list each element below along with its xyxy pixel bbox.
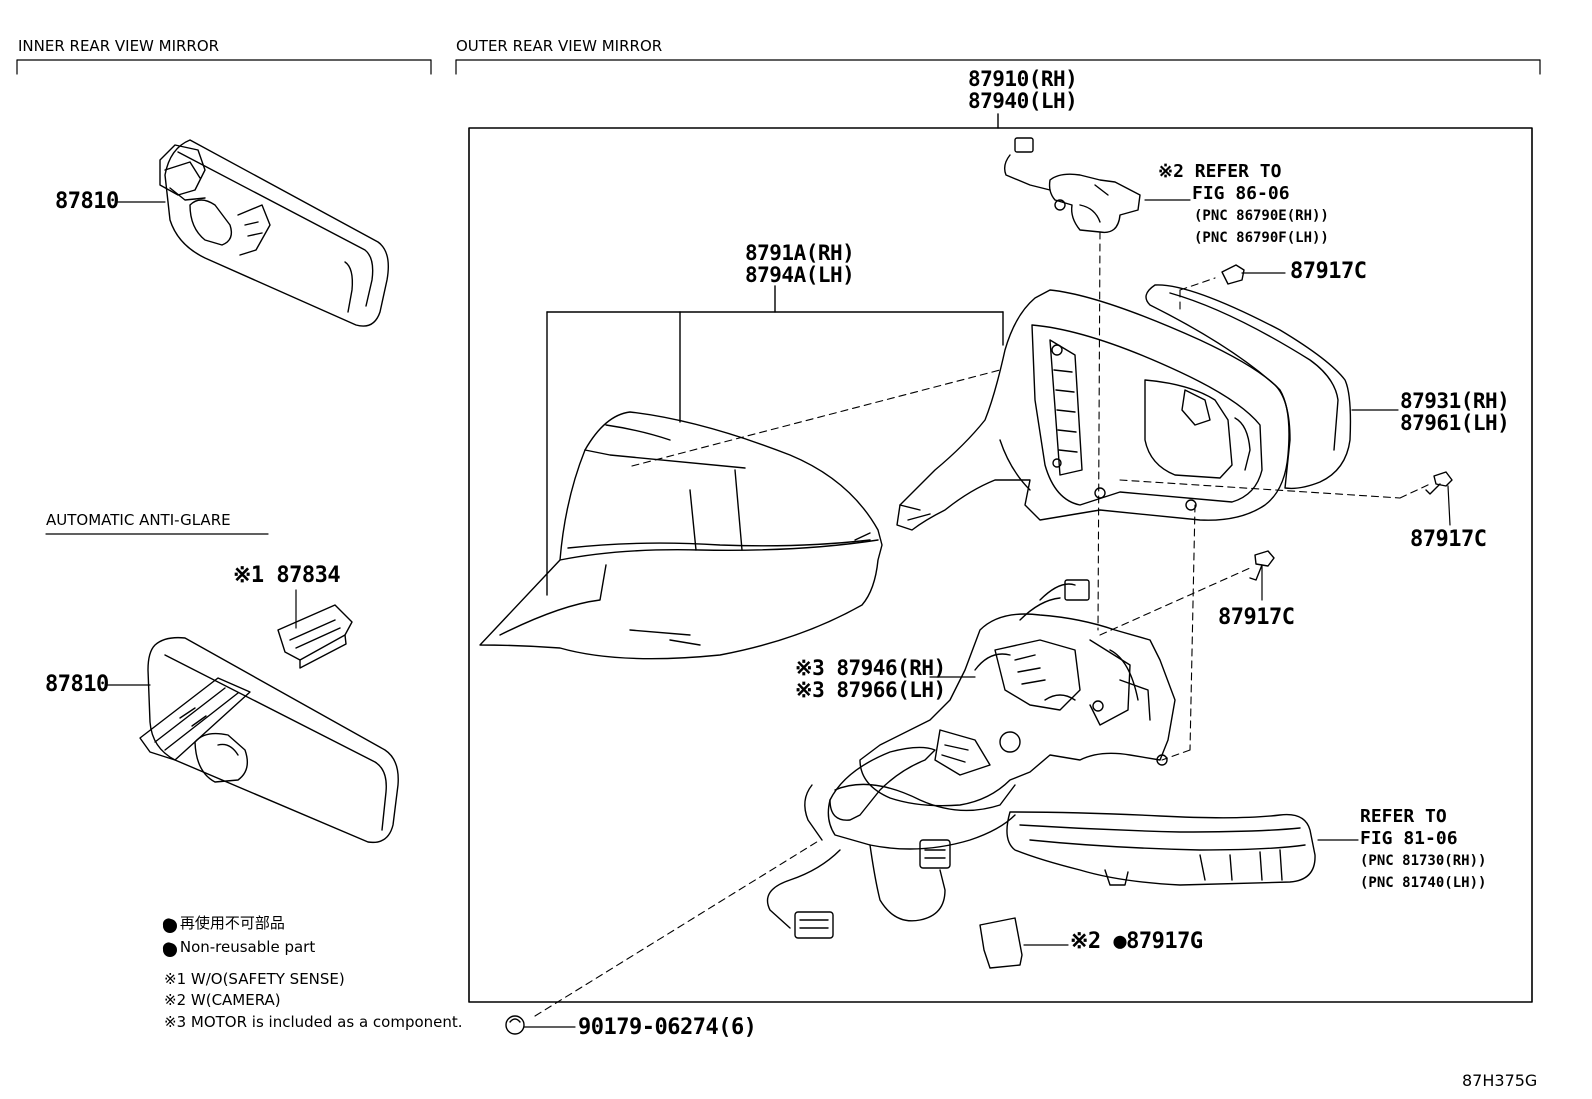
ref-camera-line1: ※2 REFER TO — [1158, 161, 1282, 182]
turn-lamp-drawing — [1006, 811, 1316, 886]
mirror-glass-drawing — [1145, 284, 1352, 490]
section-bracket-outer — [455, 59, 1541, 75]
cover-bracket-leader — [546, 285, 1004, 596]
ref-lamp-line2: FIG 81-06 — [1360, 828, 1458, 849]
diagram-code: 87H375G — [1462, 1071, 1538, 1090]
motor-base-drawing — [859, 579, 1176, 807]
part-87910-rh: 87910(RH) — [968, 67, 1078, 91]
part-87966-lh: ※3 87966(LH) — [795, 678, 946, 702]
ref-camera[interactable]: ※2 REFER TO FIG 86-06 (PNC 86790E(RH)) (… — [1158, 161, 1329, 249]
inner-mirror-bottom-drawing — [139, 636, 399, 844]
part-cover[interactable]: 8791A(RH) 8794A(LH) — [745, 241, 855, 287]
legend-dot-2 — [163, 943, 177, 957]
inner-mirror-top-drawing — [159, 139, 390, 327]
camera-drawing — [1003, 137, 1141, 234]
part-87810-top[interactable]: 87810 — [55, 189, 119, 214]
section-title-anti-glare: AUTOMATIC ANTI-GLARE — [46, 511, 231, 529]
screw-87917C-top-drawing — [1221, 264, 1286, 285]
legend-dot-1 — [163, 919, 177, 933]
note-non-reusable-en: ● Non-reusable part — [162, 938, 316, 956]
section-bracket-inner — [16, 59, 432, 75]
ref-turn-lamp[interactable]: REFER TO FIG 81-06 (PNC 81730(RH)) (PNC … — [1360, 806, 1486, 894]
section-title-outer: OUTER REAR VIEW MIRROR — [456, 37, 663, 55]
note-motor: ※3 MOTOR is included as a component. — [164, 1013, 463, 1031]
part-motor[interactable]: ※3 87946(RH) ※3 87966(LH) — [795, 657, 946, 701]
part-8794A-lh: 8794A(LH) — [745, 263, 855, 287]
part-87834[interactable]: ※1 87834 — [233, 563, 341, 588]
assembly-dashed-lines — [534, 231, 1431, 1017]
base-arm-drawing — [766, 746, 1016, 939]
assembly-frame — [468, 127, 1533, 1003]
part-87940-lh: 87940(LH) — [968, 89, 1078, 113]
clip-90179-drawing — [505, 1015, 576, 1035]
part-assembly[interactable]: 87910(RH) 87940(LH) — [968, 67, 1078, 113]
note-camera: ※2 W(CAMERA) — [164, 991, 281, 1009]
part-87961-lh: 87961(LH) — [1400, 411, 1510, 435]
pad-87917G-drawing — [979, 917, 1023, 969]
ref-lamp-pnc-lh: (PNC 81740(LH)) — [1360, 875, 1487, 891]
part-8791A-rh: 8791A(RH) — [745, 241, 855, 265]
screw-87917C-mid-drawing — [1249, 550, 1275, 601]
ref-lamp-line1: REFER TO — [1360, 806, 1447, 827]
note-non-reusable-jp: ● 再使用不可部品 — [162, 914, 285, 932]
part-87917C-mid[interactable]: 87917C — [1218, 605, 1295, 630]
ref-camera-pnc-lh: (PNC 86790F(LH)) — [1194, 230, 1329, 246]
housing-frame-drawing — [896, 289, 1290, 531]
screw-87917C-right-drawing — [1425, 471, 1453, 526]
cover-87834-drawing — [277, 604, 353, 669]
section-title-inner: INNER REAR VIEW MIRROR — [18, 37, 220, 55]
mirror-cover-drawing — [479, 411, 883, 660]
part-87917C-right[interactable]: 87917C — [1410, 527, 1487, 552]
part-87810-bottom[interactable]: 87810 — [45, 672, 109, 697]
ref-lamp-pnc-rh: (PNC 81730(RH)) — [1360, 853, 1487, 869]
part-87931-rh: 87931(RH) — [1400, 389, 1510, 413]
part-87946-rh: ※3 87946(RH) — [795, 656, 946, 680]
ref-camera-pnc-rh: (PNC 86790E(RH)) — [1194, 208, 1329, 224]
ref-camera-line2: FIG 86-06 — [1192, 183, 1290, 204]
part-mirror-glass[interactable]: 87931(RH) 87961(LH) — [1400, 389, 1510, 435]
part-87917C-top[interactable]: 87917C — [1290, 259, 1367, 284]
part-90179-06274[interactable]: 90179-06274(6) — [578, 1015, 757, 1040]
part-87917G[interactable]: ※2 ●87917G — [1070, 929, 1203, 954]
note-safety-sense: ※1 W/O(SAFETY SENSE) — [164, 970, 345, 988]
